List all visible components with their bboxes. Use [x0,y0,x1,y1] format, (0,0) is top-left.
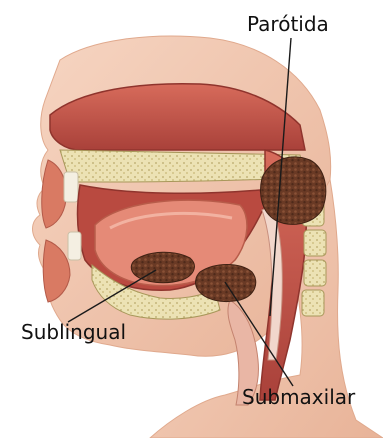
submaxilar-label: Submaxilar [242,387,355,407]
upper-incisor [64,172,78,202]
parotida-label: Parótida [247,14,329,34]
lower-incisor [68,232,81,260]
sublingual-label: Sublingual [21,322,126,342]
sublingual-gland [131,252,194,282]
parotid-gland [261,157,326,224]
